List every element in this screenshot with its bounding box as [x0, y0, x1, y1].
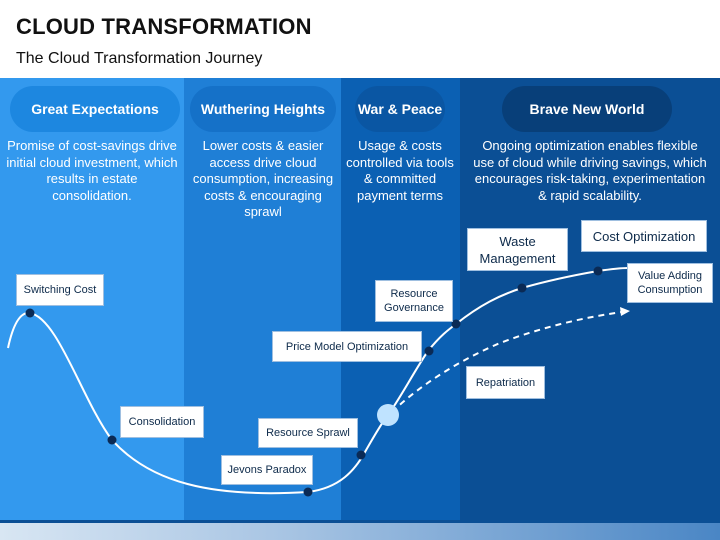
label-switching-cost: Switching Cost: [16, 274, 104, 306]
phase-title-wuthering-heights: Wuthering Heights: [190, 86, 336, 132]
page-subtitle: The Cloud Transformation Journey: [16, 50, 263, 67]
label-waste-management: Waste Management: [467, 228, 568, 271]
label-value-adding-consumption: Value Adding Consumption: [627, 263, 713, 303]
journey-main-curve: [7, 267, 629, 495]
label-price-model-optimization: Price Model Optimization: [272, 331, 422, 362]
page-title: CLOUD TRANSFORMATION: [16, 14, 312, 39]
phase-title-brave-new-world: Brave New World: [502, 86, 672, 132]
label-resource-governance: Resource Governance: [375, 280, 453, 322]
footer-divider: [0, 520, 720, 523]
phase-description-wuthering-heights: Lower costs & easier access drive cloud …: [192, 138, 334, 219]
marker-inflection-point: [377, 404, 399, 426]
label-repatriation: Repatriation: [466, 366, 545, 399]
footer-bar: [0, 520, 720, 540]
marker-cost-optimization: [593, 266, 603, 276]
marker-consolidation: [107, 435, 117, 445]
label-jevons-paradox: Jevons Paradox: [221, 455, 313, 485]
repatriation-arrowhead: [620, 307, 630, 316]
marker-waste-management: [517, 283, 527, 293]
phase-description-brave-new-world: Ongoing optimization enables flexible us…: [473, 138, 707, 203]
phase-description-war-and-peace: Usage & costs controlled via tools & com…: [346, 138, 454, 203]
marker-jevons-paradox: [303, 487, 313, 497]
label-cost-optimization: Cost Optimization: [581, 220, 707, 252]
label-resource-sprawl: Resource Sprawl: [258, 418, 358, 448]
phase-description-great-expectations: Promise of cost-savings drive initial cl…: [6, 138, 178, 203]
marker-resource-governance: [451, 319, 461, 329]
marker-price-model-optimization: [424, 346, 434, 356]
repatriation-dashed-curve: [391, 311, 623, 413]
phase-title-war-and-peace: War & Peace: [355, 86, 445, 132]
marker-switching-cost: [25, 308, 35, 318]
phase-title-great-expectations: Great Expectations: [10, 86, 180, 132]
label-consolidation: Consolidation: [120, 406, 204, 438]
marker-resource-sprawl: [356, 450, 366, 460]
